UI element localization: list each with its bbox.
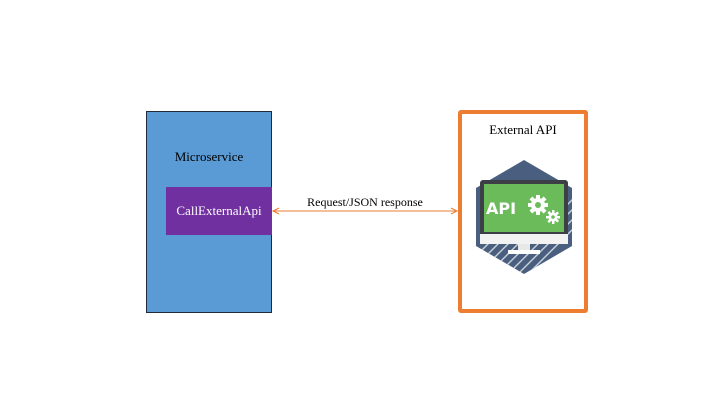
monitor-screen — [484, 184, 564, 232]
microservice-title: Microservice — [174, 149, 244, 164]
gear-small-icon — [546, 210, 560, 224]
gear-large-icon — [528, 195, 548, 215]
monitor-neck — [518, 244, 530, 250]
api-monitor-icon: API — [476, 160, 572, 274]
right-arrowhead — [450, 207, 459, 215]
connector-label: Request/JSON response — [307, 195, 423, 209]
monitor-base — [508, 250, 540, 254]
external-api-title: External API — [489, 122, 557, 137]
monitor-bottom-bar — [480, 234, 568, 244]
call-external-api-label: CallExternalApi — [176, 203, 262, 218]
left-arrowhead — [271, 207, 280, 215]
external-api-box: External API API — [458, 110, 588, 313]
api-icon-text: API — [486, 199, 516, 218]
call-external-api-box: CallExternalApi — [166, 187, 272, 235]
